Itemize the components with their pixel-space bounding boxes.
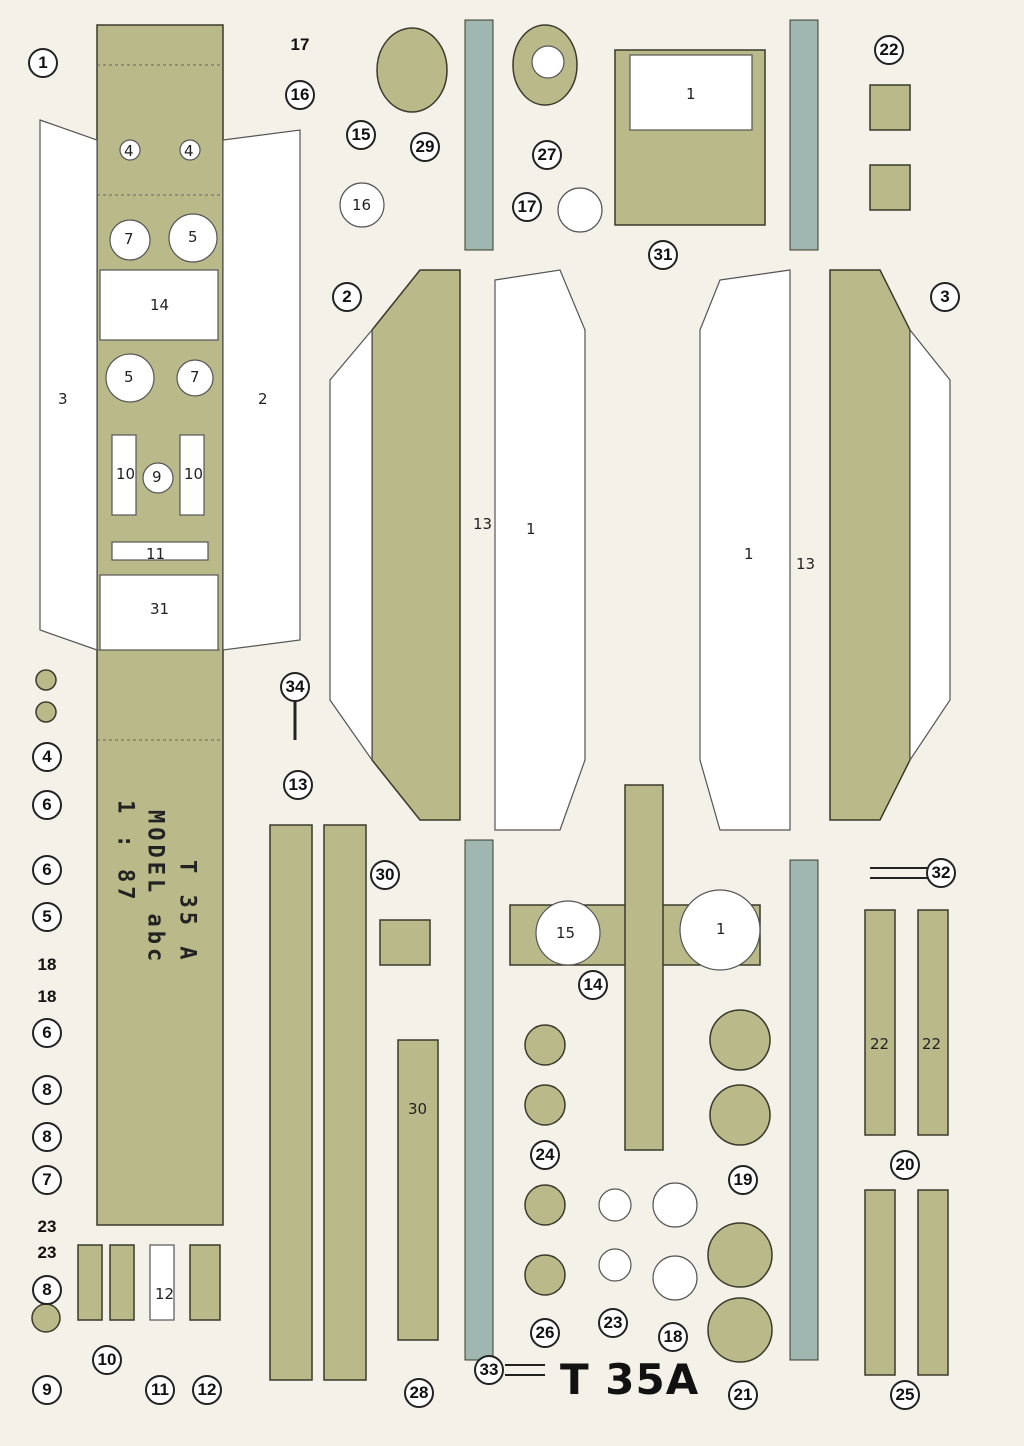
part-number-31: 31 [648,240,678,270]
label-5a: 5 [188,228,198,246]
part-number-18b: 18 [37,987,57,1006]
label-15: 15 [556,924,576,942]
turret-parts [293,700,930,1376]
part-number-9: 9 [32,1375,62,1405]
part-number-4: 4 [32,742,62,772]
label-9: 9 [152,468,162,486]
label-3: 3 [58,390,68,408]
label-4b: 4 [184,142,194,160]
part-number-17b: 17 [512,192,542,222]
small-discs [31,669,221,1333]
part-number-10: 10 [92,1345,122,1375]
part-number-23b: 23 [37,1243,57,1262]
label-11: 11 [146,545,166,563]
model-text-line2: MODEL abc [142,810,168,966]
part-number-30: 30 [370,860,400,890]
track-assembly-left [329,269,586,831]
part-number-11: 11 [145,1375,175,1405]
label-1-turret: 1 [716,920,726,938]
part-number-23a: 23 [37,1217,57,1236]
part-number-16: 16 [285,80,315,110]
part-number-20: 20 [890,1150,920,1180]
part-number-8b: 8 [32,1122,62,1152]
part-number-24: 24 [530,1140,560,1170]
label-1-left: 1 [526,520,536,538]
label-13b: 13 [796,555,816,573]
part-number-23c: 23 [598,1308,628,1338]
part-number-27: 27 [532,140,562,170]
label-2: 2 [258,390,268,408]
label-10a: 10 [116,465,136,483]
part-number-5: 5 [32,902,62,932]
part-number-34: 34 [280,672,310,702]
hull-strip [39,24,301,1226]
part-number-19: 19 [728,1165,758,1195]
part-number-1: 1 [28,48,58,78]
label-16: 16 [352,196,372,214]
label-31: 31 [150,600,170,618]
part-number-6a: 6 [32,790,62,820]
label-13a: 13 [473,515,493,533]
track-assembly-right [699,269,951,831]
part-number-21: 21 [728,1380,758,1410]
part-number-12: 12 [192,1375,222,1405]
label-5b: 5 [124,368,134,386]
part-number-3: 3 [930,282,960,312]
track-strips [269,19,819,1381]
model-text-line3: 1 : 87 [112,800,138,904]
part-number-28: 28 [404,1378,434,1408]
label-7b: 7 [190,368,200,386]
part-number-7: 7 [32,1165,62,1195]
part-number-26: 26 [530,1318,560,1348]
model-text-line1: T 35 A [174,860,200,964]
part-number-22: 22 [874,35,904,65]
part-number-13: 13 [283,770,313,800]
part-number-2: 2 [332,282,362,312]
label-14: 14 [150,296,170,314]
part-number-15: 15 [346,120,376,150]
label-12: 12 [155,1285,175,1303]
top-parts [339,24,911,233]
label-22b: 22 [922,1035,942,1053]
label-1-right: 1 [744,545,754,563]
part-number-18c: 18 [658,1322,688,1352]
part-number-6c: 6 [32,1018,62,1048]
label-22a: 22 [870,1035,890,1053]
part-number-18a: 18 [37,955,57,974]
footer-title: T 35A [560,1355,700,1404]
label-7a: 7 [124,230,134,248]
label-4a: 4 [124,142,134,160]
part-number-25: 25 [890,1380,920,1410]
part-number-32: 32 [926,858,956,888]
part-number-8c: 8 [32,1275,62,1305]
part-number-17a: 17 [290,35,310,54]
label-1-top: 1 [686,85,696,103]
part-number-29: 29 [410,132,440,162]
part-number-33: 33 [474,1355,504,1385]
label-30: 30 [408,1100,428,1118]
part-number-14: 14 [578,970,608,1000]
strips-20-25 [864,909,949,1376]
part-number-8a: 8 [32,1075,62,1105]
part-number-6b: 6 [32,855,62,885]
label-10b: 10 [184,465,204,483]
